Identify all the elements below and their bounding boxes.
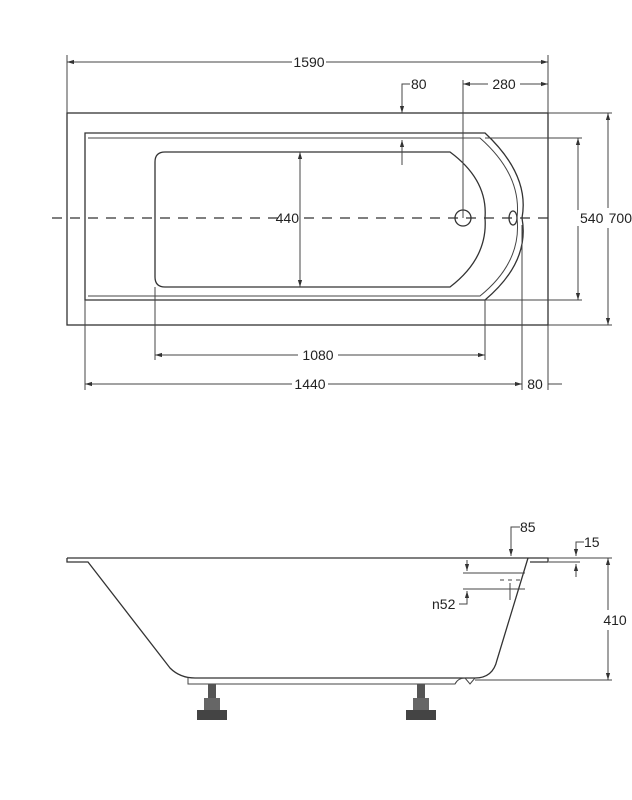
dim-basin-length: 1080 <box>302 347 333 363</box>
dim-basin-width: 440 <box>276 210 300 226</box>
basin <box>154 151 486 288</box>
dim-rim-end: 80 <box>527 376 543 392</box>
dim-overflow: n52 <box>432 596 456 612</box>
dim-drain-offset: 280 <box>492 76 516 92</box>
dim-length: 1590 <box>293 54 324 70</box>
foot-right <box>406 684 436 720</box>
tub-profile <box>66 557 529 679</box>
dim-lip: 15 <box>584 534 600 550</box>
dim-rim-top: 80 <box>411 76 427 92</box>
top-view: 1590 280 80 440 540 700 1080 1440 80 <box>52 54 632 392</box>
rim-lip <box>528 557 549 563</box>
tub-outline-top <box>66 112 549 326</box>
dim-height: 410 <box>603 612 627 628</box>
rim-inner-line <box>88 137 519 297</box>
side-view: 85 15 n52 410 <box>66 519 627 720</box>
dim-width: 700 <box>609 210 632 226</box>
overflow-icon <box>508 210 518 226</box>
base-plate <box>187 677 476 685</box>
dim-inner-length: 1440 <box>294 376 325 392</box>
dim-inner-width: 540 <box>580 210 604 226</box>
dim-rim: 85 <box>520 519 536 535</box>
foot-left <box>197 684 227 720</box>
